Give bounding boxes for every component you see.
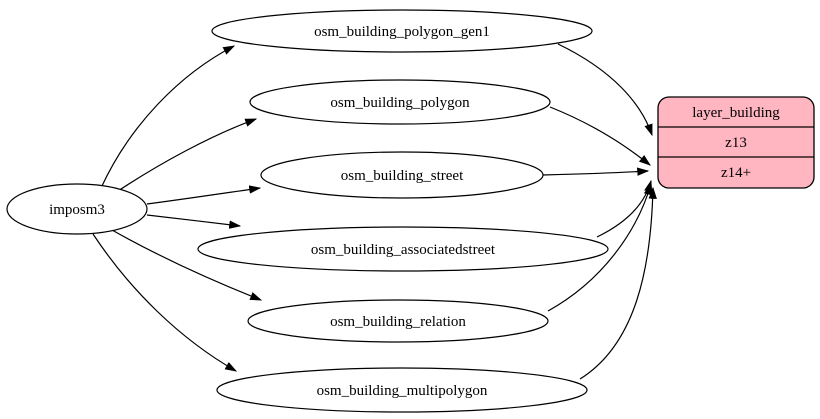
node-osm-building-polygon-gen1: osm_building_polygon_gen1 — [211, 9, 593, 53]
edge-imposm3-to-osm-building-relation — [111, 229, 263, 301]
node-osm-building-associatedstreet: osm_building_associatedstreet — [197, 226, 609, 272]
edge-imposm3-to-osm-building-multipolygon — [92, 233, 238, 372]
edge-osm-building-multipolygon-to-z14 — [579, 186, 657, 380]
layer-building-box — [657, 96, 815, 189]
osm-building-polygon-label: osm_building_polygon — [330, 95, 470, 111]
osm-building-multipolygon-ellipse — [216, 367, 588, 413]
node-osm-building-multipolygon: osm_building_multipolygon — [216, 367, 588, 413]
osm-building-relation-label: osm_building_relation — [330, 314, 466, 330]
edge-osm-building-relation-to-z14 — [547, 182, 653, 312]
osm-building-multipolygon-label: osm_building_multipolygon — [317, 383, 488, 399]
node-osm-building-relation: osm_building_relation — [247, 299, 549, 343]
osm-building-street-ellipse — [260, 151, 544, 199]
osm-building-associatedstreet-ellipse — [197, 226, 609, 272]
node-layer-building: layer_building z13 z14+ — [657, 96, 815, 189]
node-osm-building-street: osm_building_street — [260, 151, 544, 199]
osm-building-polygon-gen1-label: osm_building_polygon_gen1 — [314, 24, 490, 40]
edge-osm-building-street-to-z14 — [542, 167, 650, 176]
node-osm-building-polygon: osm_building_polygon — [249, 79, 551, 125]
edge-imposm3-to-osm-building-polygon — [114, 118, 258, 194]
imposm3-label: imposm3 — [49, 202, 105, 218]
osm-building-polygon-ellipse — [249, 79, 551, 125]
edge-osm-building-associatedstreet-to-z14 — [596, 179, 653, 238]
layer-building-row-z13: z13 — [725, 135, 747, 151]
osm-building-relation-ellipse — [247, 299, 549, 343]
edge-imposm3-to-osm-building-polygon-gen1 — [100, 45, 236, 189]
osm-building-associatedstreet-label: osm_building_associatedstreet — [311, 242, 496, 258]
layer-building-row-z14: z14+ — [721, 165, 751, 181]
layer-building-title: layer_building — [692, 105, 780, 121]
edge-imposm3-to-osm-building-street — [146, 185, 262, 205]
osm-building-polygon-gen1-ellipse — [211, 9, 593, 53]
osm-building-street-label: osm_building_street — [341, 168, 464, 184]
edge-osm-building-polygon-gen1-to-z13 — [557, 43, 653, 137]
edge-osm-building-polygon-to-z14 — [549, 106, 651, 166]
imposm3-ellipse — [6, 183, 148, 235]
edge-imposm3-to-osm-building-associatedstreet — [146, 214, 242, 229]
node-imposm3: imposm3 — [6, 183, 148, 235]
